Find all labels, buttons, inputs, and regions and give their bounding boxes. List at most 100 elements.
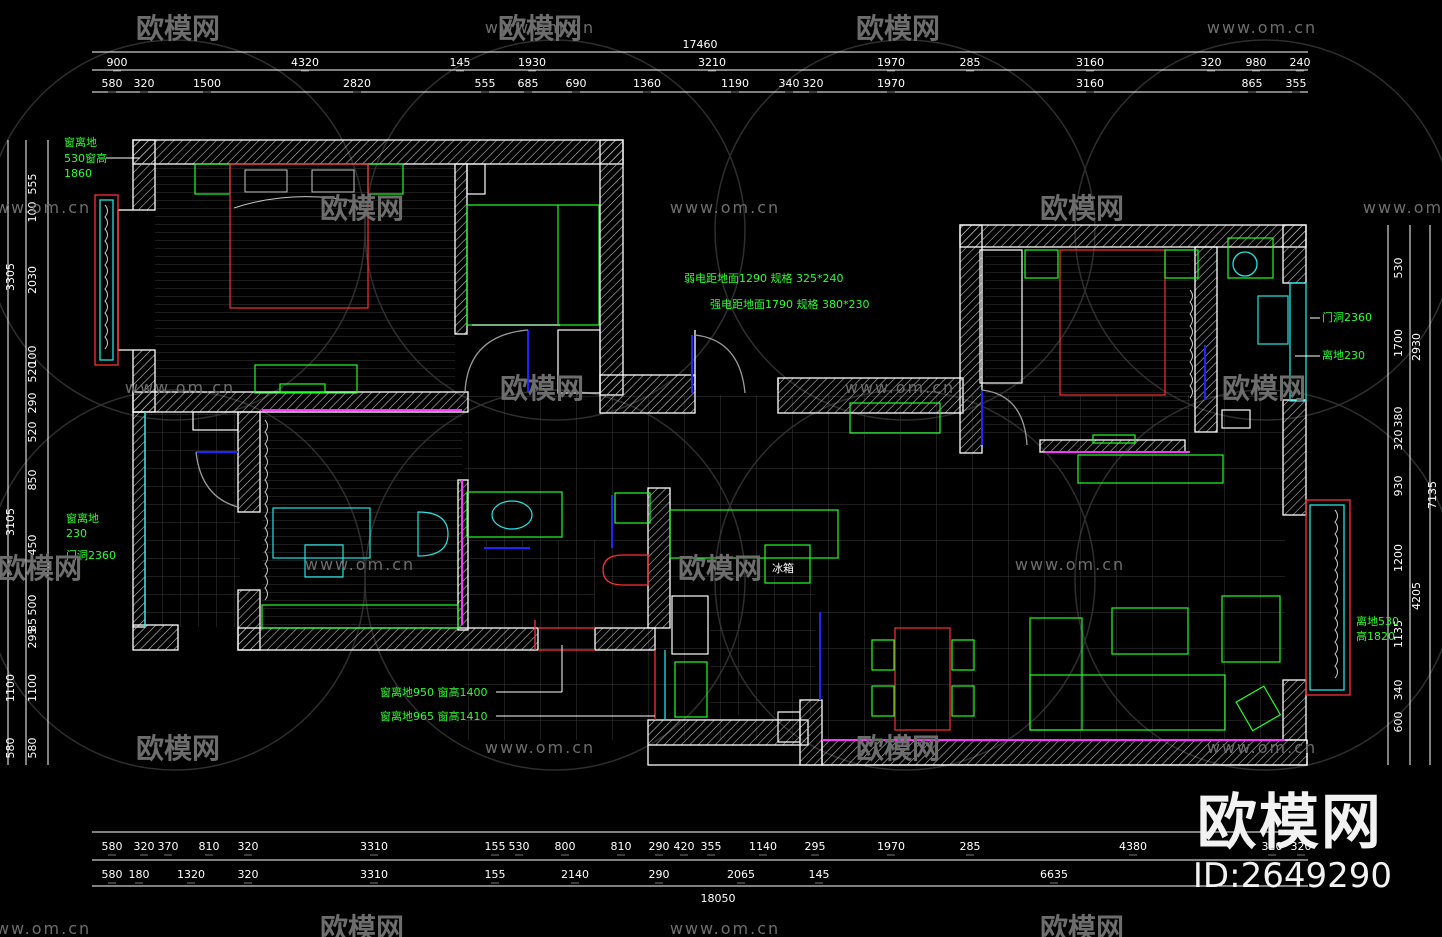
dim-left-outer-1: 3105	[4, 508, 17, 536]
dim-left-inner-6: 520	[26, 422, 39, 443]
dim-bottom-row1-6: 155	[485, 840, 506, 853]
watermark-url-2: www.om.cn	[0, 198, 91, 217]
dim-left-inner-7: 850	[26, 470, 39, 491]
dim-top-row1-9: 980	[1246, 56, 1267, 69]
dim-right-inner-6: 1135	[1392, 620, 1405, 648]
brand-stamp: 欧模网 ID:2649290	[1193, 790, 1392, 896]
watermark-url-10: www.om.cn	[1207, 738, 1317, 757]
dim-left-outer-2: 1100	[4, 674, 17, 702]
note-window-d: 窗离地	[66, 511, 99, 525]
watermark-url-5: www.om.cn	[125, 378, 235, 397]
watermark-logo-3: 欧模网	[320, 192, 404, 225]
dim-top-row1-6: 285	[960, 56, 981, 69]
dim-bottom-row1-19: 320	[1291, 840, 1312, 853]
dim-bottom-row1-7: 530	[509, 840, 530, 853]
dim-right-inner-3: 320	[1392, 430, 1405, 451]
watermark-logo-8: 欧模网	[678, 552, 762, 585]
dim-top-row2-12: 3160	[1076, 77, 1104, 90]
dim-bottom-row1-4: 320	[238, 840, 259, 853]
dim-top-row2-6: 690	[566, 77, 587, 90]
dimension-lines	[7, 51, 1431, 887]
dim-top-row1-8: 320	[1201, 56, 1222, 69]
dim-top-row2-10: 320	[803, 77, 824, 90]
dim-bottom-row2-9: 145	[809, 868, 830, 881]
dim-top-row2-0: 580	[102, 77, 123, 90]
dim-top-row1-2: 145	[450, 56, 471, 69]
dim-bottom-row2-4: 3310	[360, 868, 388, 881]
watermark-logo-12: 欧模网	[1040, 912, 1124, 937]
floor-finishes	[145, 165, 1285, 740]
dim-bottom-total: 18050	[701, 892, 736, 905]
watermark-logo-1: 欧模网	[498, 12, 582, 45]
dim-left-inner-5: 290	[26, 393, 39, 414]
curtains	[104, 204, 1338, 679]
watermark-url-6: www.om.cn	[845, 378, 955, 397]
note-fridge: 冰箱	[772, 561, 794, 575]
note-window-b: 530窗高	[64, 151, 107, 165]
watermark-logo-0: 欧模网	[136, 12, 220, 45]
dim-left-inner-13: 580	[26, 738, 39, 759]
dim-bottom-row1-16: 285	[960, 840, 981, 853]
dim-left-outer-3: 580	[4, 738, 17, 759]
dim-top-row2-9: 340	[779, 77, 800, 90]
watermark-url-4: www.om.cn	[1363, 198, 1442, 217]
dim-right-outer: 7135	[1426, 481, 1439, 509]
dim-right-inner-8: 600	[1392, 712, 1405, 733]
dim-top-total: 17460	[683, 38, 718, 51]
dim-bottom-row2-5: 155	[485, 868, 506, 881]
dim-top-row2-5: 685	[518, 77, 539, 90]
dim-bottom-row1-3: 810	[199, 840, 220, 853]
note-right-window-a: 离地530	[1356, 614, 1399, 628]
dim-bottom-row1-12: 355	[701, 840, 722, 853]
dim-right-mid-1: 4205	[1410, 582, 1423, 610]
dim-left-inner-4: 520	[26, 362, 39, 383]
dim-left-inner-2: 2030	[26, 266, 39, 294]
dim-left-inner-0: 555	[26, 174, 39, 195]
dim-bottom-row1-14: 295	[805, 840, 826, 853]
dim-left-inner-10: 85	[26, 618, 39, 632]
windows	[94, 194, 1351, 720]
dim-left-inner-12: 1100	[26, 674, 39, 702]
dim-bottom-row1-10: 290	[649, 840, 670, 853]
dim-bottom-row1-17: 4380	[1119, 840, 1147, 853]
furniture	[192, 163, 1289, 743]
watermark-url-8: www.om.cn	[1015, 555, 1125, 574]
dim-top-row1-1: 4320	[291, 56, 319, 69]
note-window-e: 230	[66, 527, 87, 540]
note-window-c: 1860	[64, 167, 92, 180]
dim-left-inner-1: 100	[26, 202, 39, 223]
dim-top-row2-14: 355	[1286, 77, 1307, 90]
note-above-floor: 离地230	[1322, 348, 1365, 362]
watermark-logo-4: 欧模网	[1040, 192, 1124, 225]
dim-top-row2-8: 1190	[721, 77, 749, 90]
note-window-bottom-b: 窗离地965 窗高1410	[380, 709, 488, 723]
watermark-url-0: www.om.cn	[485, 18, 595, 37]
dim-top-row1-5: 1970	[877, 56, 905, 69]
dim-bottom-row1-18: 320	[1262, 840, 1283, 853]
dim-bottom-row2-6: 2140	[561, 868, 589, 881]
dim-right-inner-5: 1200	[1392, 544, 1405, 572]
dim-bottom-row1-11: 420	[674, 840, 695, 853]
dim-bottom-row2-10: 6635	[1040, 868, 1068, 881]
watermark-logo-2: 欧模网	[856, 12, 940, 45]
dim-right-inner-2: 380	[1392, 407, 1405, 428]
dim-bottom-row1-1: 320	[134, 840, 155, 853]
dim-right-inner-0: 530	[1392, 258, 1405, 279]
dim-bottom-row2-2: 1320	[177, 868, 205, 881]
watermarks: 欧模网欧模网欧模网欧模网欧模网欧模网欧模网欧模网欧模网欧模网欧模网欧模网欧模网w…	[0, 12, 1442, 937]
toilets	[602, 251, 1258, 586]
dim-right-inner-1: 1700	[1392, 329, 1405, 357]
dim-left-outer-0: 3305	[4, 263, 17, 291]
dim-top-row2-13: 865	[1242, 77, 1263, 90]
dim-top-row1-0: 900	[107, 56, 128, 69]
dim-left-inner-11: 295	[26, 628, 39, 649]
dim-bottom-row1-13: 1140	[749, 840, 777, 853]
watermark-url-1: www.om.cn	[1207, 18, 1317, 37]
dim-bottom-row1-8: 800	[555, 840, 576, 853]
dim-left-inner-3: 100	[26, 346, 39, 367]
dim-bottom-row2-8: 2065	[727, 868, 755, 881]
note-window-bottom-a: 窗离地950 窗高1400	[380, 685, 488, 699]
